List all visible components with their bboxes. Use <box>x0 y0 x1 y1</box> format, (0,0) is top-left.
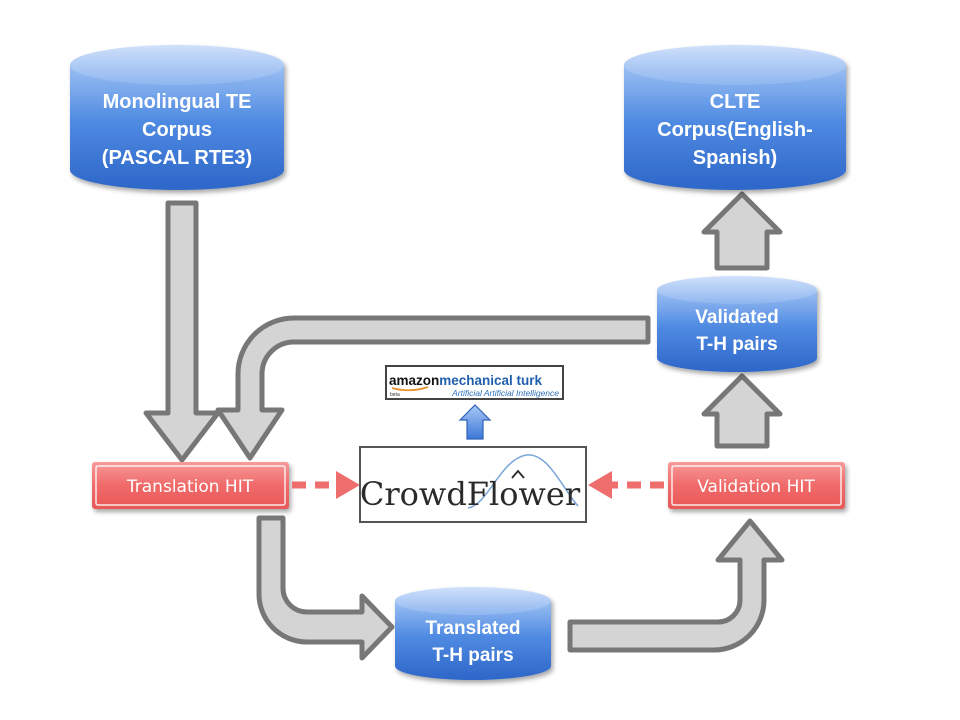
translation-hit-box <box>92 462 289 509</box>
validated-pairs-line2: T-H pairs <box>696 334 777 355</box>
arrow-translation-to-translated <box>256 515 395 661</box>
svg-text:amazonmechanical turk: amazonmechanical turk <box>389 373 543 388</box>
arrow-validation-to-validated <box>701 373 783 449</box>
validation-hit-box <box>668 462 845 509</box>
monolingual-corpus-line2: Corpus <box>142 119 212 141</box>
translated-pairs-line1: Translated <box>425 618 520 639</box>
clte-corpus-line1: CLTE <box>710 91 761 113</box>
mturk-product-text: mechanical turk <box>439 373 542 388</box>
arrow-validated-to-translation <box>215 315 651 461</box>
validation-hit-label: Validation HIT <box>697 477 815 497</box>
crowdflower-logo-text: CrowdFlower <box>360 475 581 513</box>
dashed-arrow-validation-to-crowdflower <box>588 471 664 499</box>
dashed-arrow-translation-to-crowdflower <box>292 471 360 499</box>
crowdflower-logo: CrowdFlower <box>359 446 587 523</box>
arrow-translated-to-validation <box>567 518 785 653</box>
translation-hit-label: Translation HIT <box>126 477 254 497</box>
amazon-mechanical-turk-logo: amazonmechanical turk beta Artificial Ar… <box>385 365 564 400</box>
validated-pairs-line1: Validated <box>695 307 778 328</box>
translated-pairs-line2: T-H pairs <box>432 645 513 666</box>
mturk-brand-text: amazon <box>389 373 439 388</box>
mturk-beta-text: beta <box>390 392 400 398</box>
cylinder-clte-corpus <box>624 45 846 190</box>
monolingual-corpus-line1: Monolingual TE <box>103 91 252 113</box>
monolingual-corpus-line3: (PASCAL RTE3) <box>102 147 252 169</box>
arrow-crowdflower-to-mturk <box>458 404 492 440</box>
arrow-corpus-to-translation <box>143 200 221 463</box>
mturk-tagline-text: Artificial Artificial Intelligence <box>451 388 559 398</box>
cylinder-translated-pairs <box>395 587 551 680</box>
cylinder-monolingual-corpus <box>70 45 284 190</box>
clte-corpus-line2: Corpus(English- <box>657 119 813 141</box>
arrow-validated-to-clte <box>701 191 783 271</box>
clte-corpus-line3: Spanish) <box>693 147 777 169</box>
cylinder-validated-pairs <box>657 276 817 372</box>
